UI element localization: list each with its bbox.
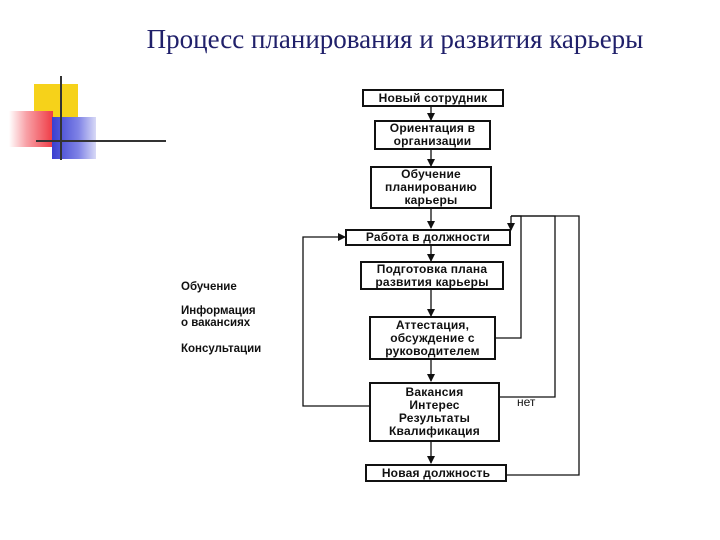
side-label-vacancy-info: Информация о вакансиях <box>181 305 256 329</box>
node-career-plan-preparation: Подготовка плана развития карьеры <box>360 261 504 290</box>
side-label-consultations: Консультации <box>181 343 262 355</box>
node-new-position: Новая должность <box>365 464 507 482</box>
node-new-employee: Новый сотрудник <box>362 89 504 107</box>
node-orientation: Ориентация в организации <box>374 120 491 150</box>
arrow-loop-new-position <box>507 215 580 476</box>
node-career-planning-training: Обучение планированию карьеры <box>370 166 492 209</box>
decor-blue-square <box>52 117 96 159</box>
decor-horizontal-line <box>36 140 166 142</box>
node-work-in-position: Работа в должности <box>345 229 511 246</box>
arrow-loop-left <box>302 233 369 407</box>
decor-vertical-line <box>60 76 62 160</box>
node-appraisal: Аттестация, обсуждение с руководителем <box>369 316 496 360</box>
side-label-training: Обучение <box>181 281 237 293</box>
branch-label-no: нет <box>517 395 536 409</box>
node-vacancy-criteria: Вакансия Интерес Результаты Квалификация <box>369 382 500 442</box>
page-title: Процесс планирования и развития карьеры <box>146 24 644 54</box>
